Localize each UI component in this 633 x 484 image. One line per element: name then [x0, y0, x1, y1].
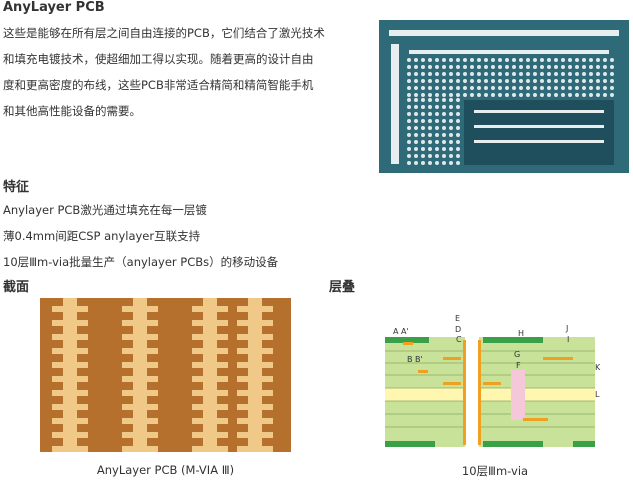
- label-d: D: [455, 325, 461, 334]
- label-b: B: [407, 355, 413, 364]
- label-k: K: [595, 363, 601, 372]
- label-a: A: [393, 327, 399, 336]
- features-heading: 特征: [3, 180, 30, 195]
- feature-item: 10层Ⅲm-via批量生产（anylayer PCBs）的移动设备: [3, 255, 279, 269]
- label-a-prime: A': [401, 327, 409, 336]
- cross-section-photo: [40, 298, 291, 452]
- cross-section-caption: AnyLayer PCB (M-VIA Ⅲ): [96, 463, 235, 477]
- label-g: G: [514, 350, 520, 359]
- label-b-prime: B': [415, 355, 423, 364]
- intro-line: 和填充电镀技术，使超细加工得以实现。随着更高的设计自由: [3, 52, 314, 66]
- label-l: L: [595, 390, 600, 399]
- cross-section-heading: 截面: [3, 280, 30, 295]
- label-e: E: [455, 314, 460, 323]
- page-title: AnyLayer PCB: [3, 0, 105, 15]
- label-i: I: [567, 335, 569, 344]
- stackup-heading: 层叠: [329, 280, 356, 295]
- intro-line: 这些是能够在所有层之间自由连接的PCB，它们结合了激光技术: [3, 26, 325, 40]
- intro-line: 和其他高性能设备的需要。: [3, 104, 141, 118]
- label-f: F: [516, 361, 521, 370]
- feature-item: Anylayer PCB激光通过填充在每一层镀: [3, 203, 207, 217]
- stackup-diagram: A A' B B' C D E F G H I J K L: [385, 314, 601, 450]
- label-j: J: [565, 324, 568, 333]
- label-h: H: [518, 329, 524, 338]
- features-list: Anylayer PCB激光通过填充在每一层镀 薄0.4mm间距CSP anyl…: [3, 197, 278, 275]
- feature-item: 薄0.4mm间距CSP anylayer互联支持: [3, 229, 201, 243]
- pcb-photo: [379, 20, 629, 173]
- intro-line: 度和更高密度的布线，这些PCB非常适合精简和精简智能手机: [3, 78, 314, 92]
- intro-text: 这些是能够在所有层之间自由连接的PCB，它们结合了激光技术 和填充电镀技术，使超…: [3, 20, 363, 124]
- label-c: C: [456, 335, 462, 344]
- stackup-caption: 10层Ⅲm-via: [461, 464, 529, 478]
